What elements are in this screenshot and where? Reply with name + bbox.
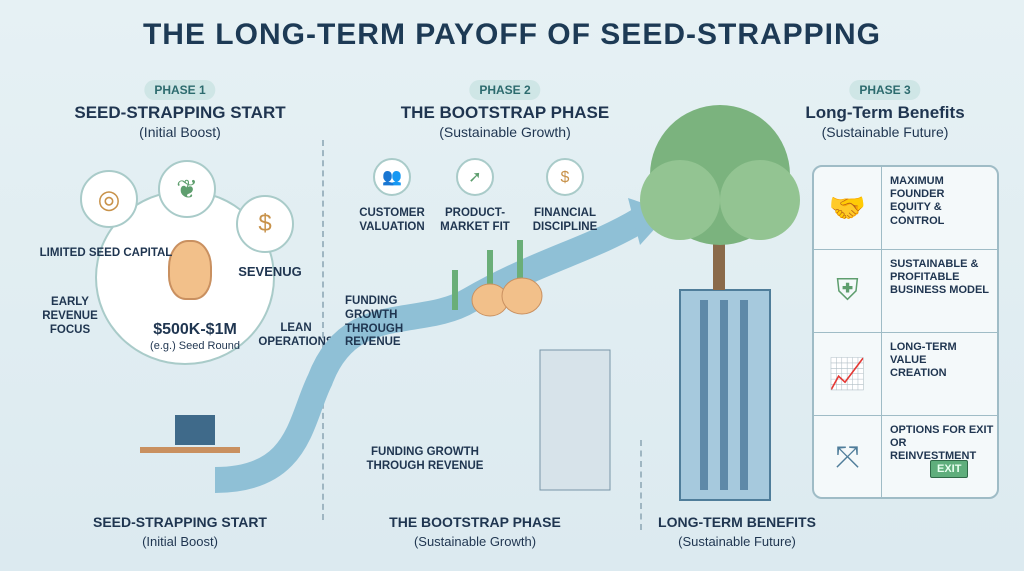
footer-phase-1-subtitle: (Initial Boost) xyxy=(142,534,218,549)
phase-2-badge: PHASE 2 xyxy=(469,80,541,100)
product-market-fit-label: PRODUCT-MARKET FIT xyxy=(440,207,510,233)
lean-operations-label: LEAN OPERATIONS xyxy=(258,322,334,348)
shield-icon: ⛨ xyxy=(814,250,882,332)
phase-3-badge: PHASE 3 xyxy=(849,80,921,100)
growth-chart-icon: 📈 xyxy=(814,333,882,415)
funding-growth-label: FUNDING GROWTH THROUGH REVENUE xyxy=(345,295,404,349)
handshake-icon: 🤝 xyxy=(814,167,882,249)
sprout-icon: ❦ xyxy=(158,160,216,218)
phase-1-heading: SEED-STRAPPING START xyxy=(74,103,286,122)
divider xyxy=(640,440,642,530)
footer-phase-3-subtitle: (Sustainable Future) xyxy=(678,534,796,549)
footer-phase-3-heading: LONG-TERM BENEFITS xyxy=(658,514,816,530)
divider xyxy=(322,140,324,520)
benefit-text: LONG-TERM VALUE CREATION xyxy=(890,341,957,380)
customers-icon: 👥 xyxy=(373,158,411,196)
financial-discipline-label: FINANCIAL DISCIPLINE xyxy=(532,207,598,233)
money-bag-icon: $ xyxy=(236,195,294,253)
limited-seed-capital-label: LIMITED SEED CAPITAL xyxy=(39,247,173,259)
footer-phase-2-subtitle: (Sustainable Growth) xyxy=(413,534,537,549)
infographic-title: THE LONG-TERM PAYOFF OF SEED-STRAPPING xyxy=(142,18,882,51)
benefit-row: ⤧OPTIONS FOR EXIT OR REINVESTMENT xyxy=(814,416,997,497)
seed-round-caption: (e.g.) Seed Round xyxy=(150,340,240,352)
benefit-text: OPTIONS FOR EXIT OR REINVESTMENT xyxy=(890,424,994,463)
benefit-row: 📈LONG-TERM VALUE CREATION xyxy=(814,333,997,416)
benefit-row: 🤝MAXIMUM FOUNDER EQUITY & CONTROL xyxy=(814,167,997,250)
phase-3-subtitle: (Sustainable Future) xyxy=(821,124,949,140)
benefits-panel: 🤝MAXIMUM FOUNDER EQUITY & CONTROL ⛨SUSTA… xyxy=(812,165,999,499)
phase-3-heading: Long-Term Benefits xyxy=(805,103,965,122)
phase-2-heading: THE BOOTSTRAP PHASE xyxy=(400,103,610,122)
split-arrow-icon: ⤧ xyxy=(814,416,882,497)
coins-icon: ◎ xyxy=(80,170,138,228)
early-revenue-focus-label: EARLY REVENUE FOCUS xyxy=(42,296,98,336)
sevenug-label: SEVENUG xyxy=(238,264,302,279)
benefit-text: MAXIMUM FOUNDER EQUITY & CONTROL xyxy=(890,175,945,227)
seed-round-amount: $500K-$1M xyxy=(153,321,237,338)
seed-bag-icon xyxy=(168,240,212,300)
money-bag-icon: $ xyxy=(546,158,584,196)
target-growth-icon: ➚ xyxy=(456,158,494,196)
footer-phase-1-heading: SEED-STRAPPING START xyxy=(93,514,267,530)
benefit-row: ⛨SUSTAINABLE & PROFITABLE BUSINESS MODEL xyxy=(814,250,997,333)
exit-sign: EXIT xyxy=(930,460,969,478)
phase-2-subtitle: (Sustainable Growth) xyxy=(439,124,571,140)
funding-growth-caption: FUNDING GROWTH THROUGH REVENUE xyxy=(366,446,484,472)
footer-phase-2-heading: THE BOOTSTRAP PHASE xyxy=(389,514,561,530)
phase-1-badge: PHASE 1 xyxy=(144,80,216,100)
benefit-text: SUSTAINABLE & PROFITABLE BUSINESS MODEL xyxy=(890,258,990,297)
phase-1-subtitle: (Initial Boost) xyxy=(139,124,221,140)
customer-valuation-label: CUSTOMER VALUATION xyxy=(359,207,425,233)
